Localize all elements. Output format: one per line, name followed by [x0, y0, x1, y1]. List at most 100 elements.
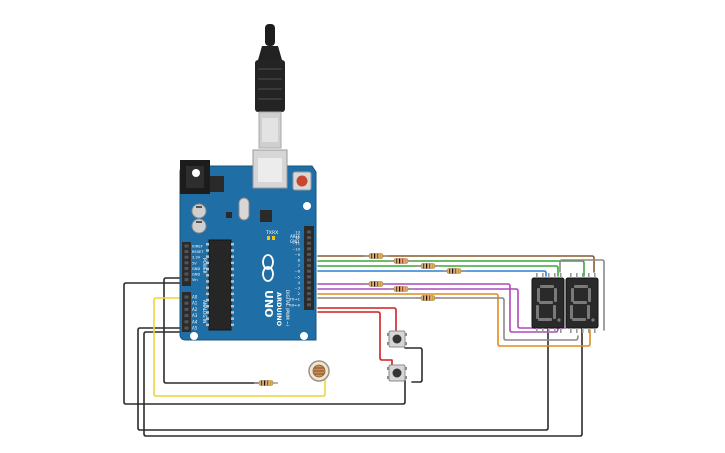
usb-cable[interactable] [255, 24, 285, 149]
header-pin[interactable] [307, 275, 311, 279]
seven-segment-display[interactable] [531, 273, 565, 333]
wire-gnd-long-bottom-2[interactable] [143, 324, 583, 437]
arduino-uno-board[interactable]: ARDUINO UNO TX RX 1312~11~10~987~6~54~32… [179, 149, 317, 341]
display-segment [573, 301, 587, 304]
board-model: UNO [262, 290, 275, 318]
header-pin[interactable] [184, 326, 189, 330]
header-pin[interactable] [307, 280, 311, 284]
display-segment [539, 301, 553, 304]
header-pin[interactable] [307, 252, 311, 256]
crystal [238, 197, 250, 221]
board-brand: ARDUINO [275, 292, 283, 327]
wire-sensor-ground[interactable] [163, 277, 259, 384]
capacitor [191, 203, 207, 219]
wire-red-button-2[interactable] [317, 307, 397, 334]
header-pin[interactable] [307, 258, 311, 262]
wire-seg-d[interactable] [317, 270, 547, 277]
wire-gnd-left-loop[interactable] [123, 282, 406, 405]
resistor[interactable] [389, 286, 413, 292]
digital-pin-label: ~10 [292, 246, 301, 251]
pushbutton[interactable] [387, 364, 407, 382]
rx-led [272, 236, 275, 240]
atmega-chip [208, 239, 232, 331]
header-pin[interactable] [184, 255, 189, 259]
header-pin[interactable] [307, 241, 311, 245]
usb-chip [260, 210, 272, 222]
resistor[interactable] [364, 253, 388, 259]
mounting-hole [300, 332, 308, 340]
header-pin[interactable] [307, 264, 311, 268]
wire-button-link[interactable] [404, 347, 423, 383]
resistor[interactable] [389, 258, 413, 264]
analog-pin-label: A3 [192, 313, 198, 318]
header-pin[interactable] [184, 295, 189, 299]
digital-header [304, 226, 314, 310]
header-pin[interactable] [184, 261, 189, 265]
header-pin[interactable] [184, 250, 189, 254]
analog-header [182, 292, 191, 332]
wire-seg-c[interactable] [317, 265, 559, 277]
display-segment [537, 288, 540, 302]
wire-seg-dp-gray[interactable] [317, 297, 579, 341]
aref-label: AREF [290, 234, 301, 239]
wire-seg-g-orange[interactable] [317, 293, 591, 347]
analog-pin-label: A1 [192, 301, 198, 306]
rx-led-label: RX [272, 230, 278, 236]
resistor[interactable] [442, 268, 466, 274]
pushbutton-cap [392, 368, 402, 378]
wire-seg-b[interactable] [317, 260, 585, 277]
resistor[interactable] [416, 295, 440, 301]
wires [123, 255, 605, 437]
wire-display-right-gray[interactable] [559, 259, 605, 331]
display-segment [536, 305, 539, 319]
wire-seg-a[interactable] [317, 255, 595, 273]
digital-pin-label: ~5 [294, 274, 300, 279]
wire-seg-e-purple[interactable] [317, 283, 559, 333]
mounting-hole [192, 169, 200, 177]
header-pin[interactable] [307, 286, 311, 290]
photoresistor[interactable] [308, 360, 330, 382]
header-pin[interactable] [184, 307, 189, 311]
header-pin[interactable] [184, 314, 189, 318]
wire-red-button-1[interactable] [317, 311, 393, 369]
header-pin[interactable] [184, 301, 189, 305]
digital-pin-label: ~9 [294, 252, 300, 257]
resistor[interactable] [254, 380, 278, 386]
display-dot [591, 318, 595, 322]
header-pin[interactable] [184, 266, 189, 270]
reset-button-cap [296, 175, 308, 187]
display-segment [554, 288, 557, 302]
resistor[interactable] [416, 263, 440, 269]
header-pin[interactable] [184, 272, 189, 276]
capacitor [191, 218, 207, 234]
digital-pin-label: 8 [298, 258, 301, 263]
display-segment [587, 305, 590, 319]
header-pin[interactable] [307, 303, 311, 307]
seven-segment-display[interactable] [565, 273, 599, 333]
pushbutton[interactable] [387, 330, 407, 348]
header-pin[interactable] [307, 292, 311, 296]
wire-a0-yellow[interactable] [153, 297, 326, 397]
header-pin[interactable] [307, 269, 311, 273]
wire-seg-f-purple[interactable] [317, 288, 567, 329]
digital-pin-label: 7 [298, 263, 301, 268]
header-pin[interactable] [307, 236, 311, 240]
header-pin[interactable] [307, 297, 311, 301]
header-pin[interactable] [184, 278, 189, 282]
header-pin[interactable] [307, 247, 311, 251]
display-segment [540, 285, 554, 288]
wire-gnd-long-bottom[interactable] [137, 324, 549, 431]
header-pin[interactable] [184, 320, 189, 324]
header-pin[interactable] [307, 230, 311, 234]
power-pin-label: GND [192, 273, 200, 277]
digital-pin-label: 12 [295, 235, 300, 240]
header-pin[interactable] [184, 244, 189, 248]
power-pin-label: GND [192, 267, 200, 271]
display-segment [588, 288, 591, 302]
digital-pin-label: ~3 [294, 286, 300, 291]
display-dot [557, 318, 561, 322]
arduino-logo [262, 254, 274, 282]
resistor[interactable] [364, 281, 388, 287]
mounting-hole [303, 202, 311, 210]
